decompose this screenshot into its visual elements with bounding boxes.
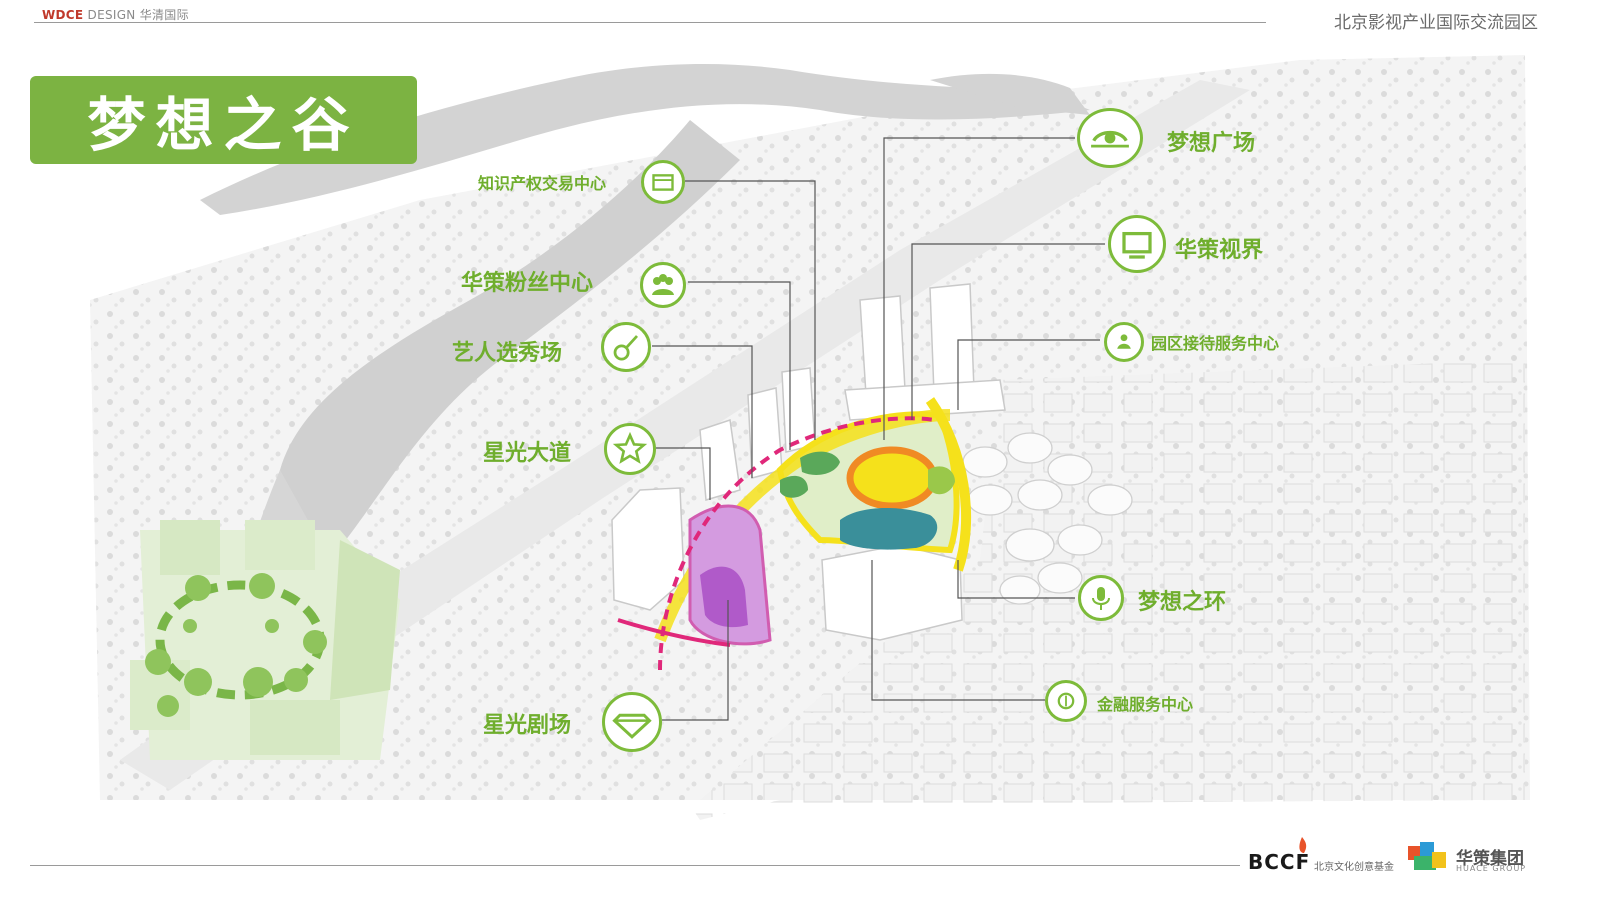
label-finance-center: 金融服务中心 <box>1097 695 1194 714</box>
header-divider <box>34 22 1266 23</box>
guitar-icon <box>601 322 651 372</box>
finance-icon <box>1045 680 1087 722</box>
project-title: 北京影视产业国际交流园区 <box>1334 13 1538 33</box>
star-avenue-path <box>658 416 936 671</box>
teal-pavilion <box>840 508 938 550</box>
huace-logo-icon <box>1408 842 1446 870</box>
bccf-subtitle: 北京文化创意基金 <box>1314 862 1394 873</box>
dream-plaza-icon <box>1077 108 1143 168</box>
page-title: 梦想之谷 <box>30 76 417 164</box>
star-icon <box>604 423 656 475</box>
huace-group-name: 华策集团 <box>1456 849 1524 869</box>
footer-logos: BCCF 北京文化创意基金 华策集团 HUACE GROUP <box>1248 832 1548 882</box>
huace-group-subtitle: HUACE GROUP <box>1456 864 1527 873</box>
label-dream-ring: 梦想之环 <box>1138 590 1227 615</box>
river <box>274 120 740 566</box>
label-talent-show: 艺人选秀场 <box>452 341 563 366</box>
stage-screen-icon <box>1108 215 1166 273</box>
diamond-icon <box>602 692 662 752</box>
dream-ring-stage <box>846 446 938 510</box>
main-road <box>120 80 1250 790</box>
brand-logo: WDCE DESIGN 华清国际 <box>42 8 189 22</box>
footer-divider <box>30 865 1240 866</box>
label-fan-center: 华策粉丝中心 <box>461 271 594 296</box>
bccf-flame-icon <box>1299 837 1307 853</box>
ip-exchange-icon <box>641 160 685 204</box>
reception-service-icon <box>1104 322 1144 362</box>
fan-group-icon <box>640 262 686 308</box>
label-dream-plaza: 梦想广场 <box>1167 131 1256 156</box>
label-reception-center: 园区接待服务中心 <box>1151 334 1280 353</box>
bccf-logo: BCCF <box>1248 850 1311 874</box>
label-huace-vision: 华策视界 <box>1175 238 1264 263</box>
lake <box>200 64 1090 215</box>
microphone-icon <box>1078 575 1124 621</box>
label-star-theater: 星光剧场 <box>483 713 572 738</box>
label-ip-exchange: 知识产权交易中心 <box>478 174 607 193</box>
label-star-avenue: 星光大道 <box>483 441 572 466</box>
